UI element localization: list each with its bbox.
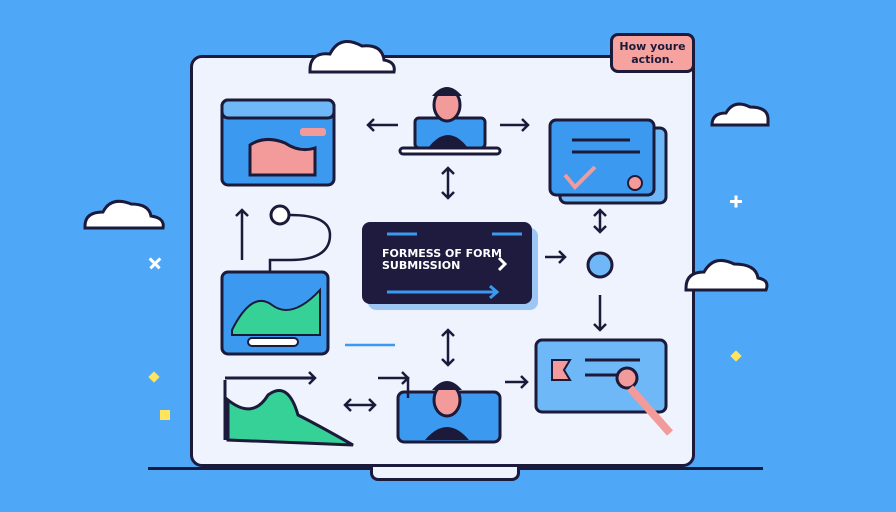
form-submission-card[interactable]: Formess of form submission xyxy=(362,222,532,304)
node-icon xyxy=(269,204,291,226)
area-chart-icon xyxy=(223,376,354,447)
card-title: Formess of form submission xyxy=(382,247,502,272)
form-card-icon xyxy=(534,338,673,436)
cloud-icon xyxy=(83,40,770,292)
arrow-icons xyxy=(235,118,607,412)
browser-window-icon xyxy=(220,98,336,187)
sparkle-icon xyxy=(148,350,742,420)
user-node-icon xyxy=(586,251,614,279)
person-laptop-icon xyxy=(398,87,502,156)
arrow-right-icon xyxy=(387,284,500,300)
document-icon xyxy=(548,118,668,205)
board-stand xyxy=(370,467,520,481)
chart-panel-icon xyxy=(220,270,330,356)
chevron-right-icon xyxy=(497,256,508,272)
plus-icon xyxy=(148,195,742,270)
speech-bubble: How youre action. xyxy=(610,33,695,73)
person-laptop-icon xyxy=(396,381,502,444)
card-decoration xyxy=(387,232,522,300)
